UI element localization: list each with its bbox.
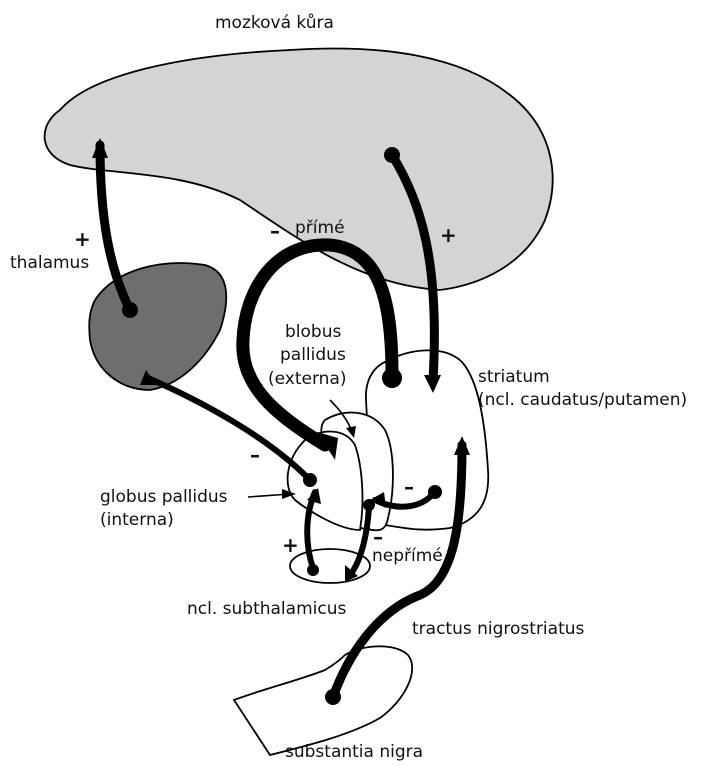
substantia-nigra-shape [234, 646, 412, 755]
sign-stn-gpi: + [282, 533, 299, 557]
path-stn-origin [307, 564, 319, 576]
label-thalamus: thalamus [10, 253, 89, 273]
sign-thalamus-cortex: + [74, 227, 91, 251]
path-direct-origin [382, 368, 402, 388]
path-nigra-origin [325, 689, 341, 705]
label-gp-externa-2: pallidus [280, 345, 346, 365]
label-striatum-1: striatum [478, 367, 550, 387]
label-indirect: nepřímé [372, 546, 443, 566]
sign-gpe-stn: – [373, 525, 383, 549]
path-thalamus-origin [122, 302, 138, 318]
thalamus-shape [89, 263, 226, 390]
label-striatum-2: (ncl. caudatus/putamen) [478, 390, 687, 410]
label-subthalamic: ncl. subthalamicus [187, 599, 346, 619]
path-thalamus-gpi-end [303, 473, 317, 487]
path-striatum-gpe-origin [428, 485, 442, 499]
sign-cortex-striatum: + [440, 223, 457, 247]
path-thalamus-gpi [148, 378, 308, 478]
path-cortex-origin [384, 147, 400, 163]
sign-direct: – [270, 219, 280, 243]
sign-thalamus-input: – [250, 443, 260, 467]
path-gpe-stn-origin [363, 499, 375, 511]
label-nigrostriatal: tractus nigrostriatus [412, 619, 585, 639]
label-gp-externa-3: (externa) [268, 369, 347, 389]
label-gp-interna-1: globus pallidus [100, 487, 228, 507]
label-direct: přímé [295, 218, 345, 238]
label-gp-externa-1: blobus [285, 322, 341, 342]
label-substantia-nigra: substantia nigra [285, 742, 423, 762]
label-gp-interna-2: (interna) [100, 510, 174, 530]
label-cortex: mozková kůra [215, 13, 334, 33]
sign-striatum-gpe: – [404, 475, 414, 499]
